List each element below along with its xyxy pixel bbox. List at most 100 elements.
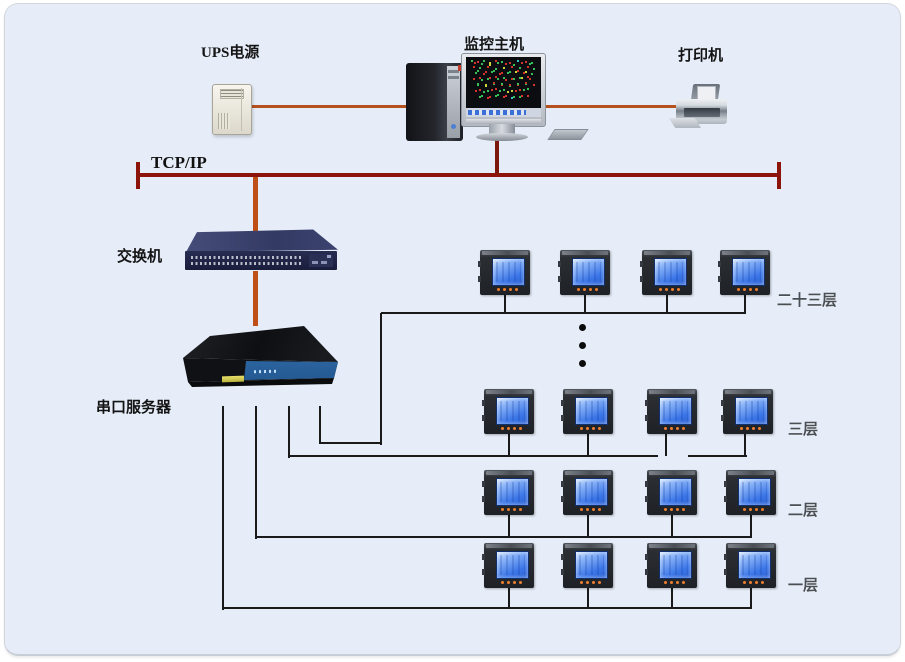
- power-meter: [721, 389, 773, 434]
- monitor-host-label: 监控主机: [464, 36, 525, 53]
- link-host-bus: [495, 138, 499, 177]
- meter-leds: [580, 508, 601, 511]
- network-line: [744, 433, 746, 456]
- switch-top-face: [186, 229, 338, 252]
- server-label-tag: [222, 375, 244, 383]
- serial-server-label: 串口服务器: [96, 399, 172, 416]
- ups-vent: [218, 113, 230, 129]
- meter-screen: [496, 551, 529, 579]
- switch-label: 交换机: [117, 248, 163, 265]
- meter-leds: [664, 508, 685, 511]
- network-switch: [183, 229, 338, 271]
- server-bottom-edge: [188, 378, 334, 387]
- meter-screen: [735, 397, 768, 425]
- meter-leds: [580, 427, 601, 430]
- tcpip-bus-right-cap: [777, 162, 781, 189]
- ellipsis-dot: [579, 360, 586, 367]
- network-line: [666, 294, 668, 313]
- power-meter: [482, 543, 534, 588]
- power-meter: [482, 470, 534, 515]
- meter-leds: [740, 427, 761, 430]
- network-line: [508, 433, 510, 456]
- monitor-stand: [489, 124, 515, 135]
- meter-screen: [659, 397, 692, 425]
- printer-output-tray: [668, 118, 702, 128]
- meter-leds: [577, 288, 598, 291]
- meter-screen: [492, 258, 525, 286]
- switch-ports-row1: [191, 256, 301, 259]
- network-line: [255, 406, 257, 539]
- network-line: [508, 587, 510, 608]
- meter-leds: [501, 581, 522, 584]
- tower-badge: [458, 65, 462, 71]
- power-meter: [558, 250, 610, 295]
- ups-grille: [220, 89, 244, 99]
- meter-screen: [654, 258, 687, 286]
- ups-seam: [241, 88, 242, 131]
- network-line: [380, 313, 382, 445]
- meter-screen: [659, 551, 692, 579]
- host-tower: [406, 63, 463, 141]
- meter-screen: [575, 478, 608, 506]
- network-line: [671, 514, 673, 537]
- ellipsis-dot: [579, 324, 586, 331]
- meter-screen: [738, 478, 771, 506]
- meter-leds: [501, 508, 522, 511]
- meter-screen: [732, 258, 765, 286]
- floor-label-floor-2: 二层: [788, 502, 819, 519]
- network-line: [750, 514, 752, 537]
- network-line: [671, 587, 673, 608]
- monitor-chin: [466, 119, 541, 124]
- meter-leds: [737, 288, 758, 291]
- tower-power-button: [451, 124, 456, 129]
- network-line: [587, 514, 589, 537]
- floor-label-floor-3: 三层: [788, 421, 819, 438]
- tcpip-bus: [138, 173, 781, 177]
- printer-label: 打印机: [678, 47, 724, 64]
- floor-label-floor-1: 一层: [788, 577, 819, 594]
- tower-drive-bays: [448, 70, 459, 73]
- network-line: [587, 587, 589, 608]
- monitor-screen-content: [471, 60, 473, 62]
- power-meter: [645, 543, 697, 588]
- link-bus-switch: [253, 177, 258, 232]
- monitor-screen-content-2: [474, 62, 476, 64]
- network-line: [288, 406, 290, 458]
- printer-slot: [684, 108, 720, 117]
- meter-leds: [664, 427, 685, 430]
- power-meter: [561, 470, 613, 515]
- meter-screen: [575, 551, 608, 579]
- meter-screen: [738, 551, 771, 579]
- network-line: [381, 312, 746, 314]
- network-line: [508, 514, 510, 537]
- network-line: [504, 294, 506, 313]
- link-switch-server: [253, 271, 258, 326]
- meter-leds: [664, 581, 685, 584]
- monitor-base: [476, 133, 528, 141]
- ups-device: [212, 84, 252, 135]
- power-meter: [561, 543, 613, 588]
- power-meter: [724, 470, 776, 515]
- network-line: [688, 455, 747, 457]
- ellipsis-dot: [579, 342, 586, 349]
- ups-label: UPS电源: [201, 45, 260, 61]
- network-line: [744, 294, 746, 313]
- network-line: [320, 442, 382, 444]
- switch-front-face: [185, 251, 337, 270]
- switch-uplink-section: [309, 254, 333, 267]
- floor-label-floor-23: 二十三层: [777, 292, 838, 309]
- network-line: [223, 607, 752, 609]
- meter-leds: [580, 581, 601, 584]
- serial-port-server: [180, 320, 344, 400]
- power-meter: [724, 543, 776, 588]
- link-host-printer: [543, 105, 678, 108]
- network-line: [750, 587, 752, 608]
- power-meter: [478, 250, 530, 295]
- switch-ports-row2: [191, 262, 301, 265]
- power-meter: [482, 389, 534, 434]
- network-line: [319, 406, 321, 444]
- power-meter: [645, 389, 697, 434]
- meter-screen: [575, 397, 608, 425]
- server-leds: [254, 369, 278, 374]
